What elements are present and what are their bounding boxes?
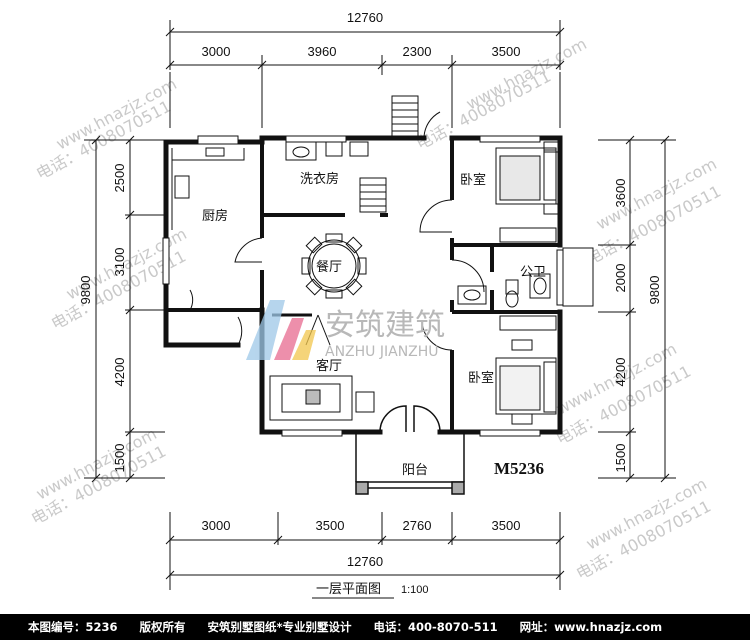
dim-right-seg-4: 1500 <box>613 444 628 473</box>
footer-copyright: 版权所有 <box>139 620 186 634</box>
dim-left-total: 9800 <box>78 276 93 305</box>
kitchen-counter <box>171 147 245 230</box>
dim-left-seg-4: 1500 <box>112 444 127 473</box>
dim-left-seg-2: 3100 <box>112 248 127 277</box>
room-label-toilet: 公卫 <box>520 265 546 280</box>
left-dimensions <box>84 135 165 483</box>
plan-title: 一层平面图 <box>316 582 381 597</box>
laundry-fixtures <box>285 141 369 161</box>
room-label-kitchen: 厨房 <box>202 208 228 224</box>
dim-right-total: 9800 <box>647 276 662 305</box>
footer-drawing-no: 本图编号：5236 <box>28 620 118 634</box>
plan-code: M5236 <box>494 459 544 478</box>
watermark-logo-cn: 安筑建筑 <box>325 308 445 343</box>
bed-bottom <box>495 315 557 425</box>
room-label-dining: 餐厅 <box>316 259 342 275</box>
room-label-bedroom-top: 卧室 <box>460 172 486 188</box>
dim-top-seg-4: 3500 <box>492 44 521 59</box>
plan-scale: 1:100 <box>401 584 429 596</box>
dim-left-seg-3: 4200 <box>112 358 127 387</box>
dim-bottom-seg-2: 3500 <box>316 518 345 533</box>
balcony-structure <box>355 405 465 495</box>
floor-plan: 电话：4008070511 www.hnazjz.com 电话：40080705… <box>28 10 724 599</box>
top-dimensions <box>165 20 565 128</box>
dim-right-seg-2: 2000 <box>613 264 628 293</box>
toilet-fixtures <box>457 273 551 308</box>
dim-bottom-seg-4: 3500 <box>492 518 521 533</box>
doors <box>189 199 485 351</box>
dim-bottom-seg-1: 3000 <box>202 518 231 533</box>
bed-top <box>495 141 559 243</box>
dim-left-seg-1: 2500 <box>112 164 127 193</box>
watermark-logo <box>246 300 316 360</box>
watermark-logo-en: ANZHU JIANZHU <box>325 344 439 360</box>
dim-right-seg-3: 4200 <box>613 358 628 387</box>
interior-walls <box>166 138 560 432</box>
footer-phone: 电话：400-8070-511 <box>373 620 498 634</box>
dim-top-seg-2: 3960 <box>308 44 337 59</box>
room-label-balcony: 阳台 <box>402 463 428 478</box>
right-dimensions <box>598 135 676 483</box>
room-label-bedroom-bottom: 卧室 <box>468 370 494 386</box>
room-label-living: 客厅 <box>316 358 342 374</box>
dim-bottom-seg-3: 2760 <box>403 518 432 533</box>
watermark-site: www.hnazjz.com <box>463 34 590 113</box>
dim-right-seg-1: 3600 <box>613 179 628 208</box>
bottom-dimensions <box>165 512 565 590</box>
footer-website: 网址：www.hnazjz.com <box>519 620 663 634</box>
room-label-laundry: 洗衣房 <box>300 171 339 187</box>
dim-top-seg-1: 3000 <box>202 44 231 59</box>
dim-top-seg-3: 2300 <box>403 44 432 59</box>
dim-bottom-total: 12760 <box>347 554 383 569</box>
footer-company: 安筑别墅图纸*专业别墅设计 <box>207 620 352 634</box>
footer-bar: 本图编号：5236 版权所有 安筑别墅图纸*专业别墅设计 电话：400-8070… <box>0 614 750 640</box>
stairs <box>359 95 441 213</box>
dim-top-total: 12760 <box>347 10 383 25</box>
dining-table <box>301 233 367 299</box>
